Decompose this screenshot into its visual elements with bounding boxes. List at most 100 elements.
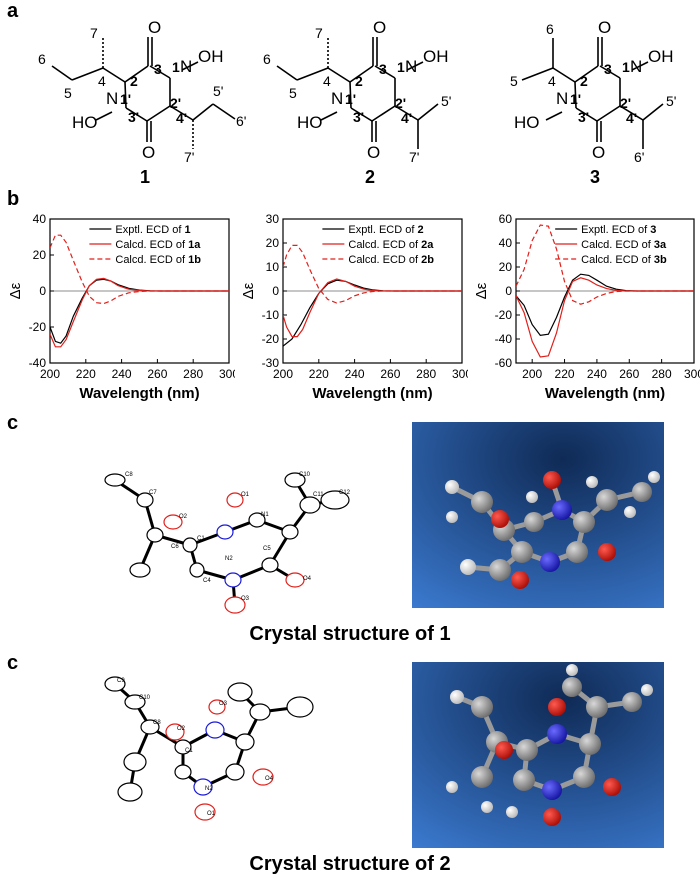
- x-tick-label: 220: [309, 367, 329, 381]
- svg-text:5': 5': [213, 83, 223, 99]
- y-tick-label: 20: [33, 248, 47, 262]
- svg-text:C11: C11: [313, 492, 324, 498]
- svg-text:1: 1: [397, 59, 405, 75]
- series-line-1: [50, 278, 229, 344]
- x-tick-label: 260: [619, 367, 639, 381]
- y-axis-label: Δε: [473, 282, 490, 299]
- svg-text:5': 5': [441, 93, 451, 109]
- x-axis-label: Wavelength (nm): [545, 385, 665, 402]
- svg-text:C1: C1: [197, 536, 205, 542]
- svg-text:HO: HO: [72, 113, 98, 132]
- compound-number-2: 2: [365, 167, 375, 187]
- legend-label-3: Calcd. ECD of 3b: [581, 254, 667, 266]
- svg-text:O: O: [148, 18, 161, 37]
- svg-text:C4: C4: [203, 578, 211, 584]
- y-tick-label: 30: [266, 212, 280, 226]
- svg-text:4: 4: [98, 73, 106, 89]
- svg-text:O2: O2: [177, 726, 186, 732]
- svg-text:3: 3: [604, 61, 612, 77]
- svg-text:O1: O1: [241, 492, 250, 498]
- y-tick-label: 60: [499, 212, 513, 226]
- svg-text:7': 7': [409, 149, 419, 165]
- svg-text:C5: C5: [263, 546, 271, 552]
- molecule-2: 7 6 5 4 2 3 O 1 N OH N 1' 3' 2' 4' 5' 7'…: [263, 18, 451, 187]
- svg-text:N: N: [405, 57, 417, 76]
- svg-text:2': 2': [395, 95, 406, 111]
- x-axis-label: Wavelength (nm): [79, 385, 199, 402]
- svg-text:3: 3: [154, 61, 162, 77]
- legend-label-2: Calcd. ECD of 1a: [115, 239, 201, 251]
- legend-label-3: Calcd. ECD of 2b: [348, 254, 434, 266]
- svg-text:5: 5: [289, 85, 297, 101]
- svg-text:C9: C9: [117, 678, 125, 684]
- svg-text:6': 6': [634, 149, 644, 165]
- legend-label-1: Exptl. ECD of 3: [581, 224, 656, 236]
- y-axis-label: Δε: [7, 282, 24, 299]
- x-tick-label: 300: [452, 367, 468, 381]
- y-tick-label: 40: [33, 212, 47, 226]
- svg-text:C10: C10: [139, 695, 151, 701]
- y-tick-label: 0: [39, 284, 46, 298]
- series-line-3: [516, 224, 694, 305]
- panel-letter-b: b: [7, 188, 20, 210]
- svg-text:3: 3: [379, 61, 387, 77]
- crystal-structure-1-caption: Crystal structure of 1: [249, 623, 451, 645]
- svg-text:2: 2: [130, 73, 138, 89]
- molecule-3: 6 5 4 2 3 O 1 N OH N 1' 3' 2' 4' 5' 6' H…: [510, 18, 676, 187]
- svg-text:HO: HO: [514, 113, 540, 132]
- y-tick-label: -30: [262, 356, 280, 370]
- svg-text:2': 2': [170, 95, 181, 111]
- x-tick-label: 280: [416, 367, 436, 381]
- ball-stick-model-2: [412, 662, 664, 848]
- svg-text:C12: C12: [339, 490, 351, 496]
- y-tick-label: 20: [266, 236, 280, 250]
- svg-text:3': 3': [353, 109, 364, 125]
- svg-text:N: N: [106, 89, 118, 108]
- svg-text:2': 2': [620, 95, 631, 111]
- x-tick-label: 200: [273, 367, 293, 381]
- svg-text:4': 4': [176, 110, 187, 126]
- svg-text:4': 4': [626, 110, 637, 126]
- svg-text:4: 4: [548, 73, 556, 89]
- svg-text:N: N: [556, 89, 568, 108]
- svg-text:1': 1': [570, 91, 581, 107]
- svg-text:7': 7': [184, 149, 194, 165]
- series-line-2: [50, 277, 229, 348]
- x-tick-label: 260: [147, 367, 167, 381]
- svg-text:C8: C8: [125, 472, 133, 478]
- x-axis-label: Wavelength (nm): [312, 385, 432, 402]
- svg-text:OH: OH: [423, 47, 449, 66]
- svg-text:6: 6: [263, 51, 271, 67]
- x-tick-label: 260: [380, 367, 400, 381]
- svg-text:3': 3': [128, 109, 139, 125]
- svg-text:N2: N2: [205, 786, 213, 792]
- y-tick-label: 40: [499, 236, 513, 250]
- x-tick-label: 220: [76, 367, 96, 381]
- svg-text:O4: O4: [265, 776, 274, 782]
- y-tick-label: -20: [495, 308, 513, 322]
- y-tick-label: -40: [495, 332, 513, 346]
- x-tick-label: 240: [587, 367, 607, 381]
- svg-text:1': 1': [120, 91, 131, 107]
- series-line-3: [50, 234, 229, 305]
- panel-letter-c: c: [7, 412, 19, 434]
- svg-text:C10: C10: [299, 472, 311, 478]
- ecd-chart-3: -60-40-200204060200220240260280300Wavele…: [473, 212, 700, 402]
- x-tick-label: 240: [345, 367, 365, 381]
- svg-text:C7: C7: [149, 490, 157, 496]
- svg-text:C8: C8: [153, 720, 161, 726]
- ball-stick-model-1: [412, 422, 664, 608]
- y-tick-label: 0: [272, 284, 279, 298]
- legend-label-1: Exptl. ECD of 1: [115, 224, 190, 236]
- y-tick-label: -40: [29, 356, 47, 370]
- svg-text:2: 2: [355, 73, 363, 89]
- svg-text:1': 1': [345, 91, 356, 107]
- svg-text:OH: OH: [198, 47, 224, 66]
- svg-text:3': 3': [578, 109, 589, 125]
- y-axis-label: Δε: [240, 282, 257, 299]
- compound-number-3: 3: [590, 167, 600, 187]
- svg-text:6: 6: [546, 21, 554, 37]
- svg-text:O: O: [592, 143, 605, 162]
- svg-text:N: N: [180, 57, 192, 76]
- svg-text:7: 7: [315, 25, 323, 41]
